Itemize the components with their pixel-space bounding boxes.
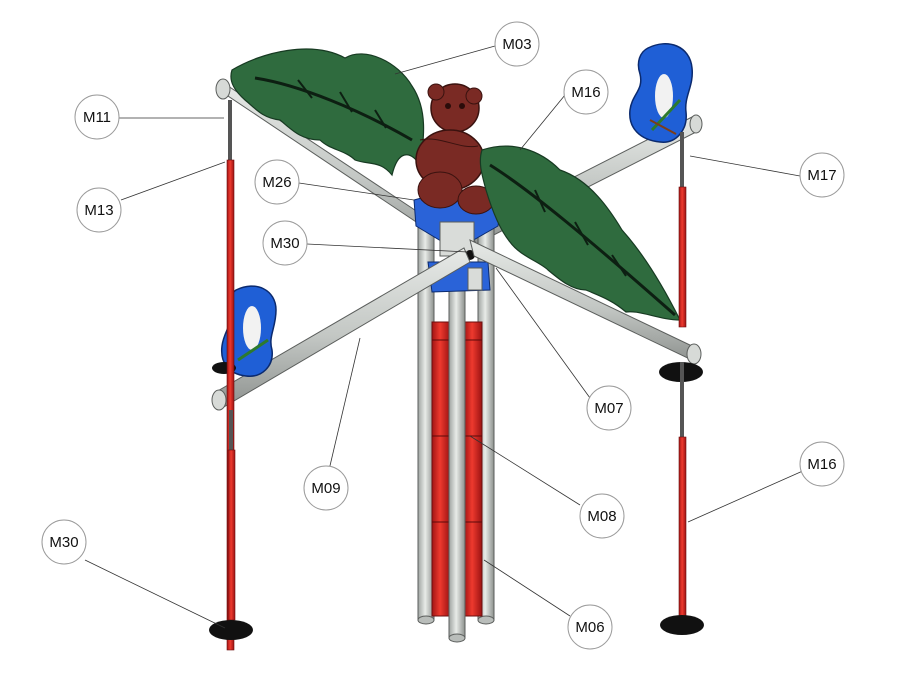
monkey-figure xyxy=(415,83,495,215)
callout-label: M30 xyxy=(270,235,299,252)
callout-label: M09 xyxy=(311,480,340,497)
callout-M17: M17 xyxy=(799,152,845,198)
rope-right-front xyxy=(660,362,704,635)
rope-left-rear xyxy=(226,100,235,651)
callout-M16-lower: M16 xyxy=(799,441,845,487)
callout-label: M07 xyxy=(594,400,623,417)
callout-label: M03 xyxy=(502,36,531,53)
callout-label: M17 xyxy=(807,167,836,184)
callout-M07: M07 xyxy=(586,385,632,431)
callout-label: M16 xyxy=(807,456,836,473)
leader-lines xyxy=(84,45,806,629)
callout-M26: M26 xyxy=(254,159,300,205)
rope-left-front xyxy=(209,410,253,640)
red-infill-panels xyxy=(431,321,483,617)
callout-M30-lower: M30 xyxy=(41,519,87,565)
callout-label: M11 xyxy=(83,109,111,126)
callout-M06: M06 xyxy=(567,604,613,650)
callout-label: M08 xyxy=(587,508,616,525)
callout-M03: M03 xyxy=(494,21,540,67)
crossbar-lower-right xyxy=(469,239,702,365)
cockatoo-panel-right xyxy=(629,43,693,143)
palm-leaf-left xyxy=(230,48,425,177)
callout-M13: M13 xyxy=(76,187,122,233)
callout-M11: M11 xyxy=(74,94,120,140)
cockatoo-panel-left xyxy=(212,285,277,377)
crossbar-lower-left xyxy=(211,247,471,411)
callout-label: M13 xyxy=(84,202,113,219)
callout-M30-upper: M30 xyxy=(262,220,308,266)
callout-label: M16 xyxy=(571,84,600,101)
palm-leaf-right xyxy=(479,145,681,321)
callout-M09: M09 xyxy=(303,465,349,511)
crossbar-upper-left xyxy=(215,78,471,260)
callout-M16-upper: M16 xyxy=(563,69,609,115)
callout-label: M26 xyxy=(262,174,291,191)
callout-label: M30 xyxy=(49,534,78,551)
callout-M08: M08 xyxy=(579,493,625,539)
callout-label: M06 xyxy=(575,619,604,636)
